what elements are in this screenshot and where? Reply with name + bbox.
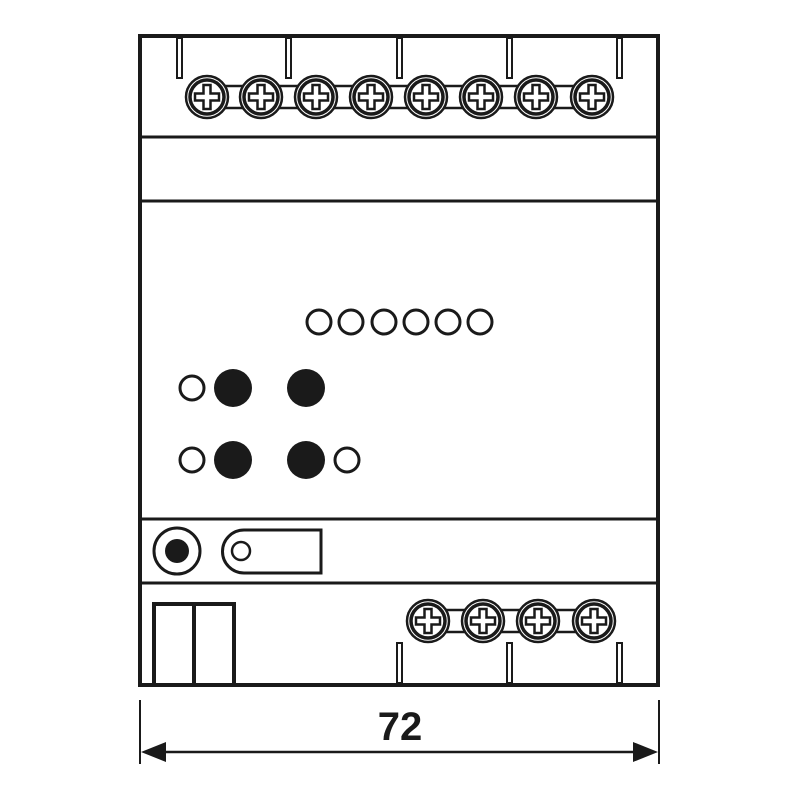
screw-terminal-icon bbox=[458, 74, 504, 120]
arrow-left-icon bbox=[141, 742, 166, 762]
screw-terminal-icon bbox=[569, 74, 615, 120]
programming-led-icon bbox=[230, 540, 252, 562]
status-led-row bbox=[305, 308, 494, 336]
status-led-icon bbox=[305, 308, 333, 336]
channel-button[interactable] bbox=[214, 369, 252, 407]
status-led-icon bbox=[402, 308, 430, 336]
status-led-icon bbox=[434, 308, 462, 336]
programming-section bbox=[152, 526, 323, 576]
screw-terminal-icon bbox=[515, 598, 561, 644]
channel-led-icon bbox=[178, 446, 206, 474]
status-led-icon bbox=[466, 308, 494, 336]
channel-led-icon bbox=[333, 446, 361, 474]
arrow-right-icon bbox=[633, 742, 658, 762]
screw-terminal-icon bbox=[513, 74, 559, 120]
channel-row-1 bbox=[178, 369, 325, 407]
top-terminal-block bbox=[184, 74, 615, 120]
bus-connector bbox=[152, 602, 236, 687]
channel-row-2 bbox=[178, 441, 361, 479]
screw-terminal-icon bbox=[238, 74, 284, 120]
screw-terminal-icon bbox=[348, 74, 394, 120]
screw-terminal-icon bbox=[571, 598, 617, 644]
bottom-terminal-block bbox=[405, 598, 617, 644]
screw-terminal-icon bbox=[460, 598, 506, 644]
channel-button[interactable] bbox=[214, 441, 252, 479]
screw-terminal-icon bbox=[184, 74, 230, 120]
programming-led-window bbox=[221, 528, 323, 575]
dimension-line bbox=[139, 700, 660, 764]
channel-button[interactable] bbox=[287, 369, 325, 407]
top-terminal-separators bbox=[176, 37, 623, 79]
programming-button[interactable] bbox=[165, 539, 189, 563]
channel-led-icon bbox=[178, 374, 206, 402]
screw-terminal-icon bbox=[403, 74, 449, 120]
status-led-icon bbox=[370, 308, 398, 336]
status-led-icon bbox=[337, 308, 365, 336]
bottom-terminal-separators bbox=[396, 642, 623, 684]
screw-terminal-icon bbox=[405, 598, 451, 644]
device-housing bbox=[138, 34, 660, 687]
dimension-label: 72 bbox=[377, 705, 423, 749]
channel-button[interactable] bbox=[287, 441, 325, 479]
screw-terminal-icon bbox=[293, 74, 339, 120]
